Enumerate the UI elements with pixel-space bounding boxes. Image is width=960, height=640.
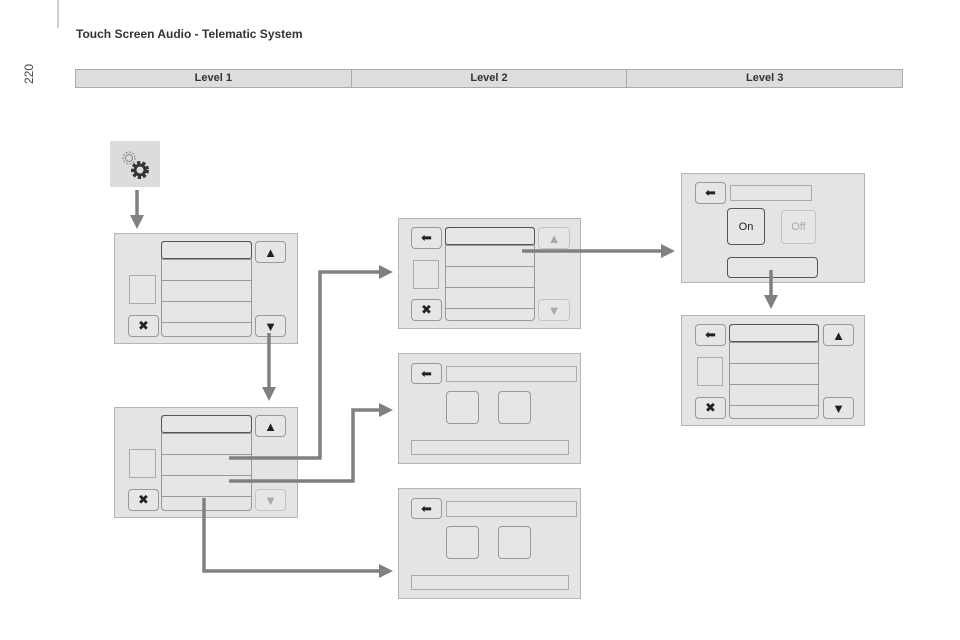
flow-arrow	[202, 498, 393, 578]
gear-icon	[122, 151, 149, 179]
list-item[interactable]	[162, 259, 251, 280]
list-item[interactable]	[162, 280, 251, 301]
scroll-up-button[interactable]: ▲	[823, 324, 854, 346]
scroll-up-button[interactable]: ▲	[538, 227, 570, 249]
close-button[interactable]: ✖	[695, 397, 726, 419]
list-item[interactable]	[446, 266, 534, 287]
close-icon: ✖	[138, 318, 149, 333]
close-button[interactable]: ✖	[128, 489, 159, 511]
back-button[interactable]: ⬅	[411, 227, 442, 249]
level-2-label: Level 2	[350, 70, 627, 87]
scroll-down-button[interactable]: ▼	[255, 489, 286, 511]
icon-placeholder	[413, 260, 439, 289]
list-item[interactable]	[730, 363, 818, 384]
level-3-label: Level 3	[626, 70, 902, 87]
bottom-bar[interactable]	[411, 575, 569, 590]
back-button[interactable]: ⬅	[411, 498, 442, 519]
down-arrow-icon: ▼	[264, 318, 277, 334]
off-button[interactable]: Off	[781, 210, 816, 244]
down-arrow-icon: ▼	[547, 302, 561, 318]
icon-placeholder	[129, 449, 156, 478]
list-item[interactable]	[730, 384, 818, 405]
option-button[interactable]	[446, 391, 479, 424]
flow-arrow	[229, 403, 393, 483]
list-item[interactable]	[162, 322, 251, 343]
close-icon: ✖	[705, 400, 716, 415]
scroll-down-button[interactable]: ▼	[823, 397, 854, 419]
level-1-label: Level 1	[194, 72, 232, 84]
close-icon: ✖	[421, 302, 432, 317]
back-arrow-icon: ⬅	[705, 185, 716, 200]
list-item[interactable]	[445, 227, 535, 245]
close-button[interactable]: ✖	[411, 299, 442, 321]
menu-list	[445, 227, 535, 321]
up-arrow-icon: ▲	[264, 418, 277, 434]
level2-option-screen: ⬅	[398, 353, 581, 464]
flow-arrow	[229, 265, 393, 460]
level3-list-screen: ⬅ ▲ ▼ ✖	[681, 315, 865, 426]
back-arrow-icon: ⬅	[421, 500, 432, 516]
list-item[interactable]	[446, 308, 534, 329]
up-arrow-icon: ▲	[547, 230, 561, 246]
menu-list	[161, 241, 252, 337]
icon-placeholder	[697, 357, 723, 386]
list-item[interactable]	[162, 301, 251, 322]
up-arrow-icon: ▲	[832, 327, 845, 343]
close-icon: ✖	[138, 492, 149, 507]
levels-header: Level 1 Level 2 Level 3	[75, 69, 903, 88]
menu-list	[729, 324, 819, 419]
level1-submenu-screen: ▲ ▼ ✖	[114, 407, 298, 518]
back-button[interactable]: ⬅	[695, 324, 726, 346]
margin-line	[57, 0, 59, 28]
title-field	[446, 501, 577, 517]
up-arrow-icon: ▲	[264, 244, 277, 260]
back-button[interactable]: ⬅	[411, 363, 442, 384]
list-item[interactable]	[162, 433, 251, 454]
list-item[interactable]	[729, 324, 819, 342]
option-button[interactable]	[498, 526, 531, 559]
option-button[interactable]	[498, 391, 531, 424]
option-button[interactable]	[446, 526, 479, 559]
list-item[interactable]	[162, 475, 251, 496]
scroll-up-button[interactable]: ▲	[255, 241, 286, 263]
down-arrow-icon: ▼	[832, 400, 845, 416]
down-arrow-icon: ▼	[264, 492, 277, 508]
back-arrow-icon: ⬅	[421, 365, 432, 381]
title-field	[730, 185, 812, 201]
title-field	[446, 366, 577, 382]
back-button[interactable]: ⬅	[695, 182, 726, 204]
back-arrow-icon: ⬅	[421, 230, 432, 245]
menu-list	[161, 415, 252, 511]
level2-option-screen: ⬅	[398, 488, 581, 599]
close-button[interactable]: ✖	[128, 315, 159, 337]
list-item[interactable]	[446, 287, 534, 308]
bottom-bar[interactable]	[411, 440, 569, 455]
list-item[interactable]	[730, 405, 818, 426]
back-arrow-icon: ⬅	[705, 327, 716, 342]
list-item[interactable]	[161, 415, 252, 433]
level1-menu-screen: ▲ ▼ ✖	[114, 233, 298, 344]
list-item[interactable]	[161, 241, 252, 259]
on-button[interactable]: On	[727, 208, 765, 245]
list-item[interactable]	[730, 342, 818, 363]
scroll-up-button[interactable]: ▲	[255, 415, 286, 437]
level2-list-screen: ⬅ ▲ ▼ ✖	[398, 218, 581, 329]
scroll-down-button[interactable]: ▼	[538, 299, 570, 321]
list-item[interactable]	[162, 496, 251, 517]
scroll-down-button[interactable]: ▼	[255, 315, 286, 337]
page-title: Touch Screen Audio - Telematic System	[76, 27, 303, 41]
level3-toggle-screen: ⬅ On Off	[681, 173, 865, 283]
settings-button[interactable]	[110, 141, 160, 187]
list-item[interactable]	[162, 454, 251, 475]
list-item[interactable]	[446, 245, 534, 266]
icon-placeholder	[129, 275, 156, 304]
